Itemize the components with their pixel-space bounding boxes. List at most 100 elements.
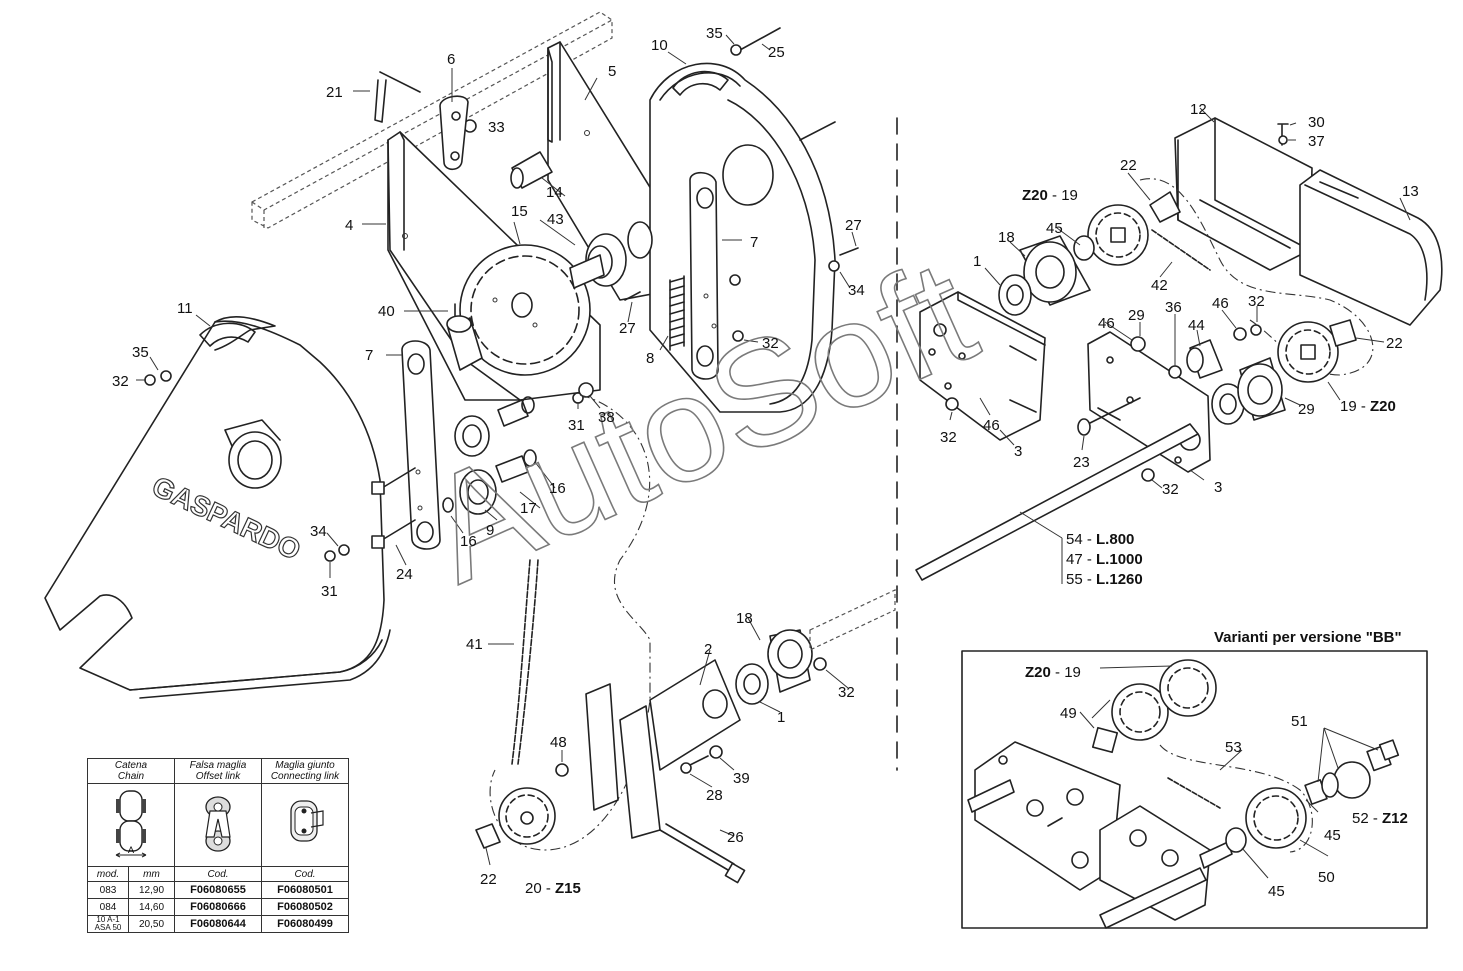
connecting-link-header: Maglia giunto Connecting link bbox=[261, 758, 349, 784]
chain-header-it: Catena bbox=[114, 760, 148, 771]
drive-sprocket-15 bbox=[459, 244, 591, 376]
bearing-group-right bbox=[1130, 324, 1286, 425]
label-35-top: 35 bbox=[706, 25, 723, 42]
label-sprocket-19-variant: Z20 - 19 bbox=[1025, 664, 1081, 681]
cell-offset-code: F06080644 bbox=[174, 915, 262, 933]
offset-header-en: Offset link bbox=[195, 771, 241, 782]
chain-illustration-cell: A bbox=[87, 783, 175, 867]
label-7-left: 7 bbox=[365, 347, 373, 364]
label-43: 43 bbox=[547, 211, 564, 228]
label-42: 42 bbox=[1151, 277, 1168, 294]
offset-link-illustration-cell bbox=[174, 783, 262, 867]
label-10: 10 bbox=[651, 37, 668, 54]
label-38: 38 bbox=[598, 409, 615, 426]
right-sprocket-19 bbox=[1277, 319, 1357, 383]
chain-specification-table: Catena Chain Falsa maglia Offset link Ma… bbox=[87, 758, 349, 933]
label-17: 17 bbox=[520, 500, 537, 517]
upper-fasteners-right bbox=[945, 123, 1289, 482]
spacer-14 bbox=[510, 151, 553, 189]
label-32-plate: 32 bbox=[940, 429, 957, 446]
label-18-lower: 18 bbox=[736, 610, 753, 627]
label-32-mid: 32 bbox=[762, 335, 779, 352]
chain-icon: A bbox=[115, 789, 147, 857]
label-14: 14 bbox=[546, 184, 563, 201]
nut-washer-group-left bbox=[144, 370, 350, 562]
label-51: 51 bbox=[1291, 713, 1308, 730]
bracket-plate-2 bbox=[585, 659, 741, 839]
label-23: 23 bbox=[1073, 454, 1090, 471]
offset-header-it: Falsa maglia bbox=[189, 760, 247, 771]
label-6: 6 bbox=[447, 51, 455, 68]
small-fasteners bbox=[374, 27, 859, 404]
leader-lines bbox=[136, 34, 1411, 879]
top-cover-12 bbox=[1174, 117, 1313, 271]
label-1-lower: 1 bbox=[777, 709, 785, 726]
label-sprocket-19-top: Z20 - 19 bbox=[1022, 187, 1078, 204]
subheader-cod-connecting: Cod. bbox=[261, 866, 349, 882]
top-cover-13 bbox=[1299, 169, 1443, 326]
bushing-40 bbox=[446, 303, 483, 371]
label-39: 39 bbox=[733, 770, 750, 787]
cell-offset-code: F06080655 bbox=[174, 881, 262, 899]
dimension-label-a: A bbox=[128, 845, 134, 855]
subheader-mm: mm bbox=[128, 866, 175, 882]
lower-bar-phantom bbox=[809, 589, 896, 651]
label-27-right: 27 bbox=[845, 217, 862, 234]
chain-42 bbox=[1151, 229, 1211, 271]
label-31-left: 31 bbox=[321, 583, 338, 600]
idler-rollers bbox=[442, 396, 537, 515]
label-53: 53 bbox=[1225, 739, 1242, 756]
variant-box bbox=[961, 650, 1428, 929]
label-45-variant: 45 bbox=[1324, 827, 1341, 844]
label-34-left: 34 bbox=[310, 523, 327, 540]
label-22-right: 22 bbox=[1386, 335, 1403, 352]
label-21: 21 bbox=[326, 84, 343, 101]
label-12: 12 bbox=[1190, 101, 1207, 118]
frame-bar-phantom bbox=[251, 11, 613, 229]
label-49: 49 bbox=[1060, 705, 1077, 722]
label-5: 5 bbox=[608, 63, 616, 80]
cell-mm: 12,90 bbox=[128, 881, 175, 899]
label-sprocket-19-right: 19 - Z20 bbox=[1340, 398, 1396, 415]
label-3-left: 3 bbox=[1014, 443, 1022, 460]
offset-link-header: Falsa maglia Offset link bbox=[174, 758, 262, 784]
label-33: 33 bbox=[488, 119, 505, 136]
label-shaft-55: 55 - L.1260 bbox=[1066, 571, 1143, 588]
label-26: 26 bbox=[727, 829, 744, 846]
bearing-flange-lower bbox=[735, 629, 827, 705]
table-row: 084 14,60 F06080666 F06080502 bbox=[87, 898, 349, 916]
label-46-right: 46 bbox=[1212, 295, 1229, 312]
cell-mod: 10 A-1 ASA 50 bbox=[87, 915, 129, 933]
table-row: 083 12,90 F06080655 F06080501 bbox=[87, 881, 349, 899]
connecting-header-en: Connecting link bbox=[270, 771, 340, 782]
cell-mm: 14,60 bbox=[128, 898, 175, 916]
label-4: 4 bbox=[345, 217, 353, 234]
label-32-right: 32 bbox=[1248, 293, 1265, 310]
label-46-mid: 46 bbox=[1098, 315, 1115, 332]
label-35-left: 35 bbox=[132, 344, 149, 361]
label-40: 40 bbox=[378, 303, 395, 320]
label-29-right: 29 bbox=[1298, 401, 1315, 418]
label-3-right: 3 bbox=[1214, 479, 1222, 496]
label-25: 25 bbox=[768, 44, 785, 61]
cell-connecting-code: F06080499 bbox=[261, 915, 349, 933]
label-29-mid: 29 bbox=[1128, 307, 1145, 324]
tension-spring bbox=[669, 275, 685, 351]
label-9: 9 bbox=[486, 522, 494, 539]
label-shaft-47: 47 - L.1000 bbox=[1066, 551, 1143, 568]
connecting-link-icon bbox=[290, 799, 324, 842]
upper-sprocket-19 bbox=[1087, 191, 1181, 266]
part-labels: 21 6 33 4 14 5 10 35 25 15 43 7 27 34 32… bbox=[112, 25, 1419, 900]
cell-mod: 083 bbox=[87, 881, 129, 899]
subheader-mod: mod. bbox=[87, 866, 129, 882]
tension-arm-7-left bbox=[401, 340, 441, 550]
label-30: 30 bbox=[1308, 114, 1325, 131]
label-16-left: 16 bbox=[460, 533, 477, 550]
cell-mod: 084 bbox=[87, 898, 129, 916]
sprocket-hub-43 bbox=[569, 221, 653, 289]
label-31-mid: 31 bbox=[568, 417, 585, 434]
label-45-top: 45 bbox=[1046, 220, 1063, 237]
offset-link-icon bbox=[205, 795, 231, 852]
label-13: 13 bbox=[1402, 183, 1419, 200]
